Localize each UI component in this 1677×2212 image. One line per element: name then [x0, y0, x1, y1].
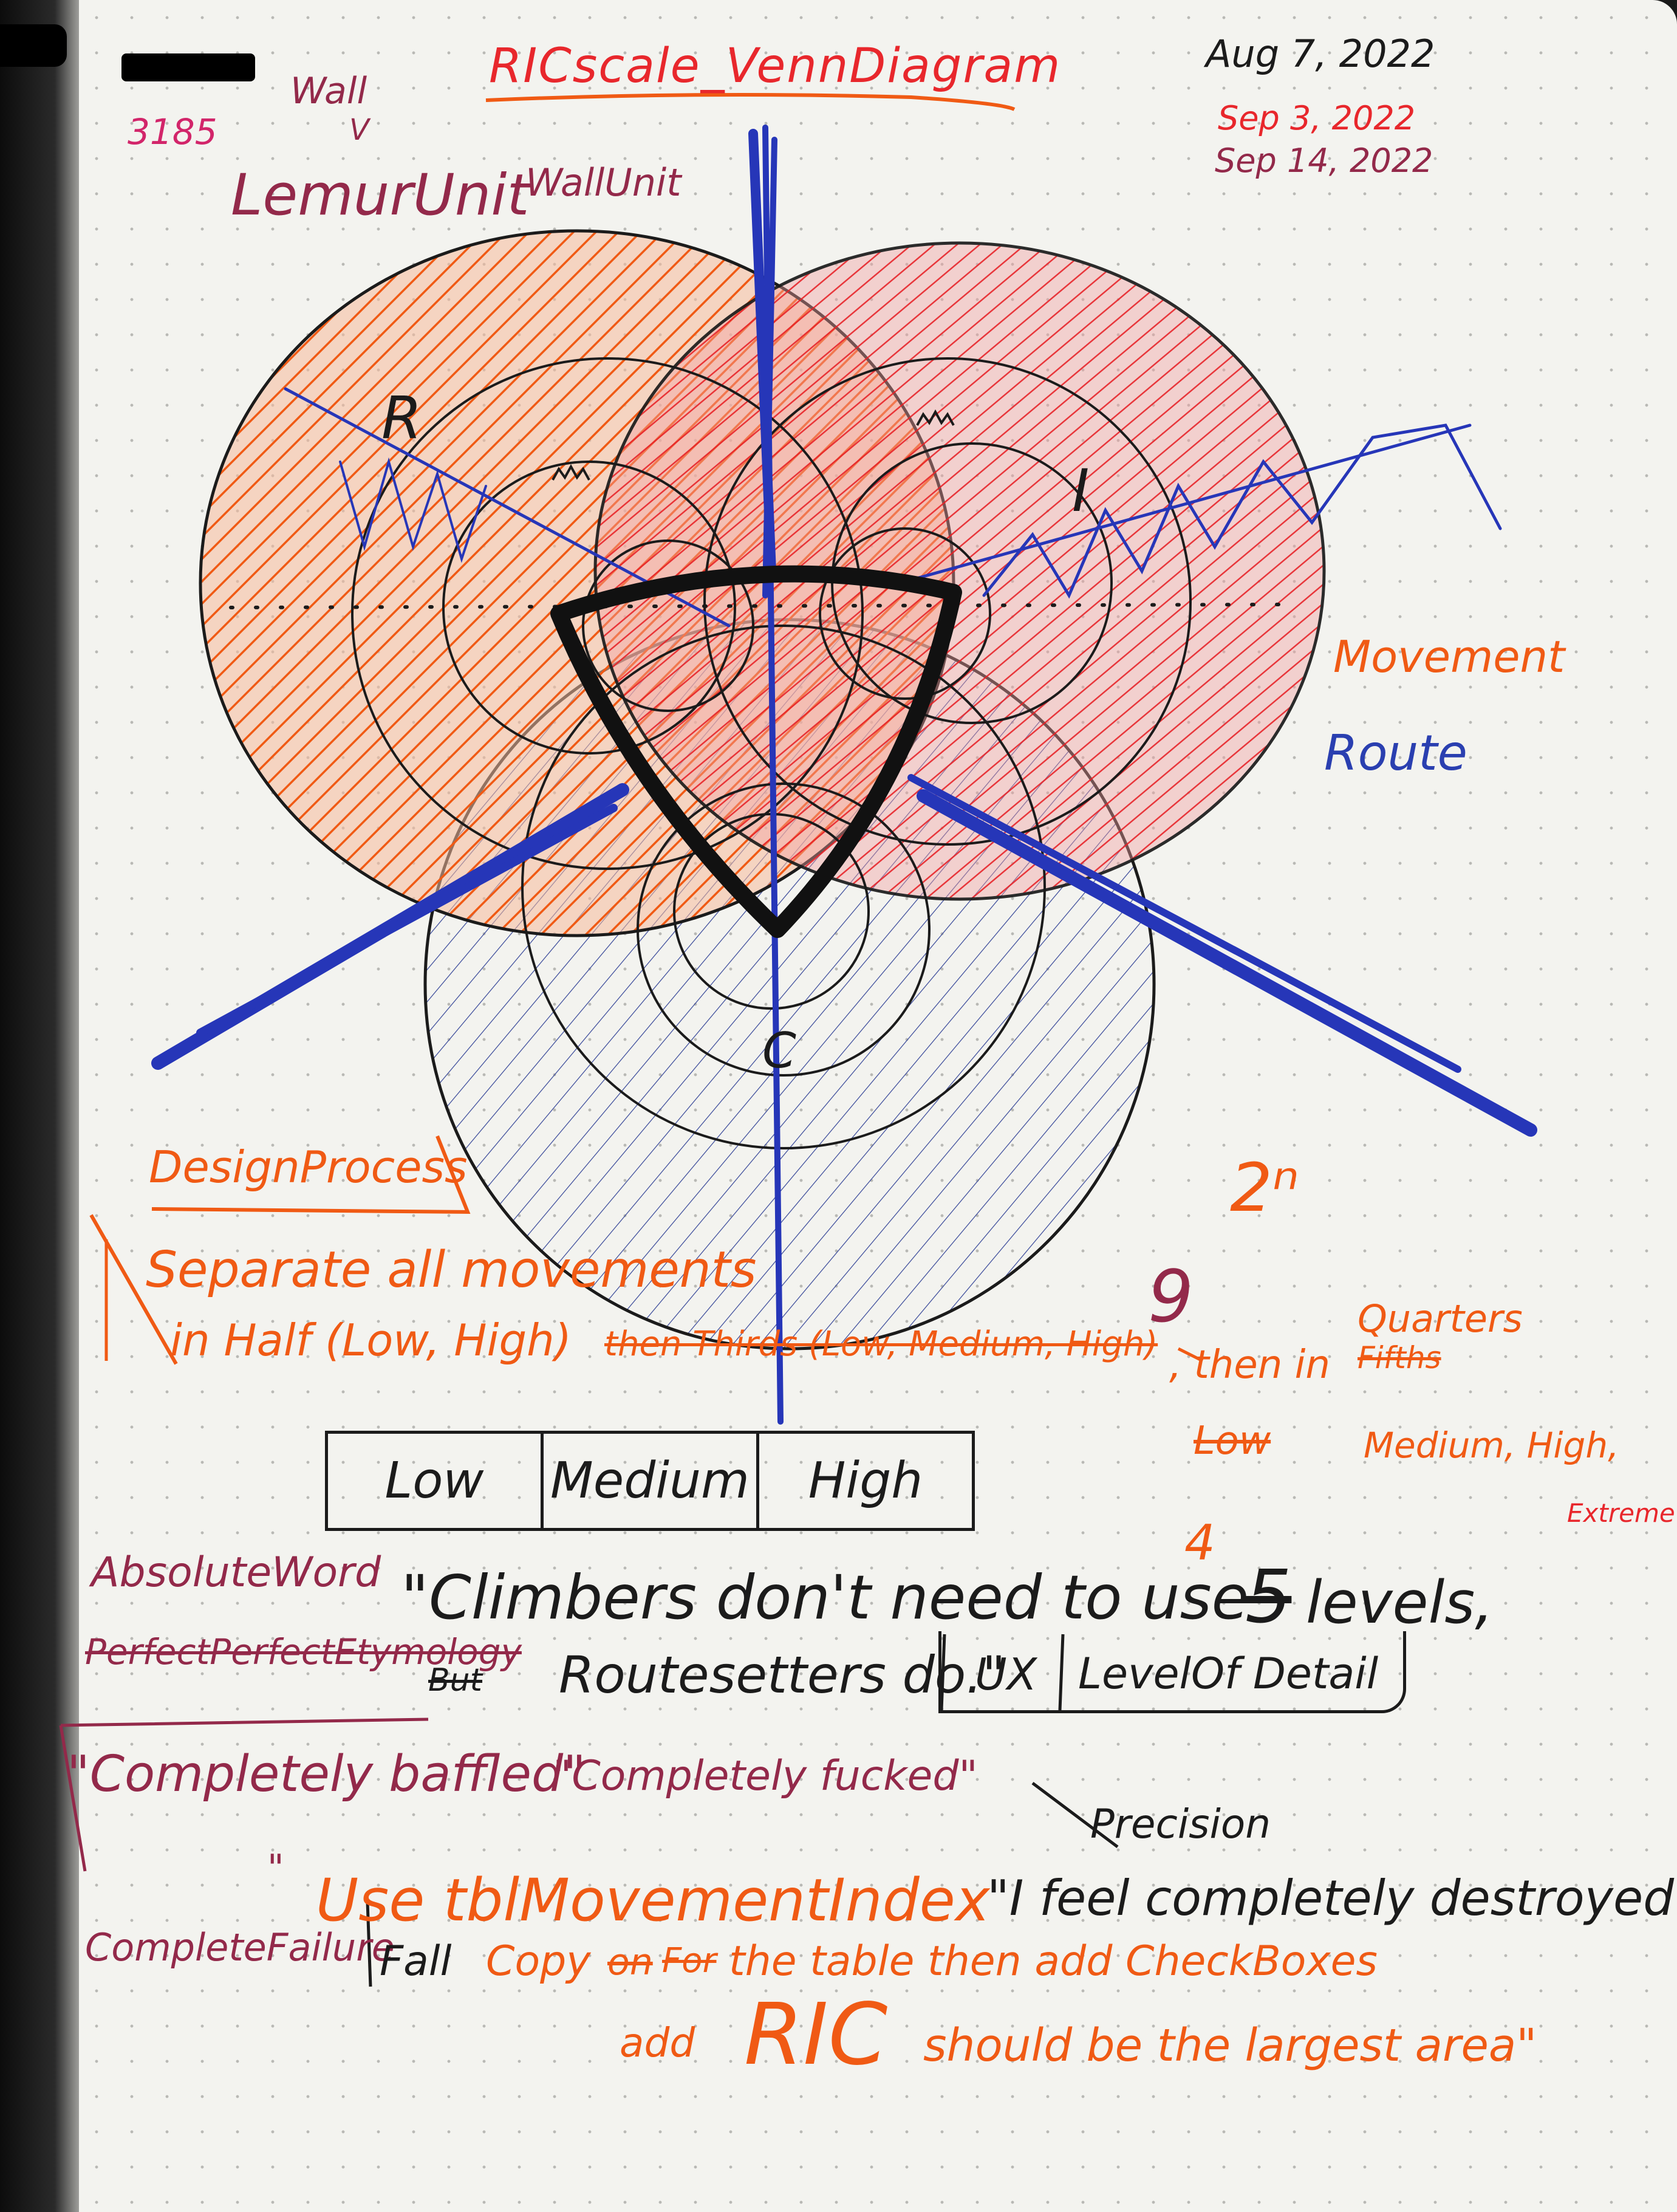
- page-number: 3185: [128, 111, 217, 152]
- lmh-cell-low: Low: [328, 1434, 544, 1528]
- crown-icon: [552, 464, 590, 481]
- quote-line-2: Routesetters do.": [559, 1645, 1006, 1705]
- venn-label-i: I: [1072, 457, 1090, 525]
- notebook-spine: [0, 0, 91, 2212]
- venn-label-c: C: [762, 1022, 796, 1079]
- date-aug: Aug 7, 2022: [1206, 32, 1435, 76]
- quarters-label: Quarters: [1358, 1296, 1523, 1341]
- design-line-2: in Half (Low, High): [170, 1315, 572, 1366]
- quote-levels: levels,: [1306, 1569, 1494, 1637]
- inner-ring: [582, 539, 754, 712]
- quote-line-1: "Climbers don't need to use: [401, 1562, 1249, 1633]
- lod-bracket: [938, 1631, 1406, 1713]
- date-sep3: Sep 3, 2022: [1218, 99, 1416, 137]
- lmh-table: Low Medium High: [325, 1431, 975, 1531]
- design-process-bracket: [151, 1135, 471, 1214]
- ric-label: RIC: [744, 1985, 888, 2084]
- fucked-quote: "Completely fucked": [553, 1752, 978, 1800]
- redaction-bar: [121, 53, 255, 81]
- baffled-quote: "Completely baffled": [67, 1745, 586, 1803]
- complete-failure-label: CompleteFailure: [85, 1925, 395, 1970]
- inner-ring: [521, 625, 1046, 1149]
- destroyed-quote: "I feel completely destroyed": [987, 1870, 1677, 1926]
- crown-icon: [916, 409, 955, 426]
- design-line-3: Medium, High,: [1364, 1425, 1619, 1466]
- lod-label: LevelOf Detail: [1078, 1649, 1379, 1699]
- title-underline: [485, 93, 1016, 111]
- add-label: add: [620, 2019, 695, 2066]
- blue-axes: [151, 125, 1537, 1425]
- failure-separator: [366, 1901, 372, 1987]
- wall-arrow: V: [349, 113, 369, 147]
- use-index-note: Use tblMovementIndex: [316, 1866, 990, 1934]
- design-process-heading: DesignProcess: [149, 1142, 468, 1193]
- absolute-word-label: AbsoluteWord: [91, 1549, 381, 1597]
- fall-label: Fall: [380, 1937, 452, 1985]
- wall-unit-label: WallUnit: [525, 160, 681, 205]
- design-line-1: Separate all movements: [146, 1241, 757, 1299]
- for-struck: For: [662, 1941, 717, 1981]
- lmh-cell-high: High: [808, 1452, 923, 1510]
- lemur-unit-label: LemurUnit: [231, 162, 530, 228]
- movement-label: Movement: [1333, 631, 1565, 682]
- date-sep14: Sep 14, 2022: [1215, 142, 1433, 180]
- precision-bracket: [1031, 1782, 1119, 1848]
- but-struck: But: [428, 1662, 483, 1699]
- ux-label: UX: [975, 1649, 1037, 1700]
- fifths-struck: Fifths: [1358, 1340, 1441, 1375]
- inner-ring: [637, 782, 931, 1077]
- venn-label-r: R: [381, 384, 422, 452]
- central-reuleaux-triangle: [550, 565, 962, 938]
- low-struck: Low: [1194, 1419, 1271, 1464]
- design-thirds-struck: then Thirds (Low, Medium, High): [604, 1324, 1158, 1364]
- extreme-label: Extreme: [1567, 1498, 1675, 1528]
- then-in-label: , then in: [1169, 1343, 1330, 1388]
- five-struck: 5: [1245, 1555, 1292, 1640]
- inner-ring: [703, 357, 1192, 846]
- page-title: RICscale_VennDiagram: [489, 39, 1062, 94]
- inner-ring: [442, 461, 736, 755]
- two-power-n: 2ⁿ: [1230, 1149, 1299, 1227]
- design-process-bracket: [1177, 1347, 1204, 1363]
- copy-label: Copy: [486, 1937, 591, 1985]
- redaction-bar: [0, 24, 67, 67]
- four-label: 4: [1184, 1515, 1215, 1571]
- largest-area-note: should be the largest area": [923, 2019, 1537, 2072]
- on-struck: on: [607, 1941, 653, 1984]
- lmh-cell-medium: Medium: [544, 1434, 759, 1528]
- etymology-struck: PerfectPerfectEtymology: [85, 1631, 522, 1673]
- quote-mark: ": [267, 1847, 284, 1889]
- copy-table-note: the table then add CheckBoxes: [729, 1937, 1378, 1985]
- notes-bracket: [59, 1717, 429, 1872]
- nine-label: 9: [1148, 1255, 1194, 1338]
- precision-label: Precision: [1090, 1801, 1271, 1847]
- route-label: Route: [1324, 725, 1467, 781]
- inner-ring: [819, 527, 991, 700]
- wall-label: Wall: [290, 70, 367, 112]
- inner-ring: [351, 357, 864, 870]
- dotted-axis: [229, 603, 1283, 609]
- venn-circle-i: [593, 241, 1326, 901]
